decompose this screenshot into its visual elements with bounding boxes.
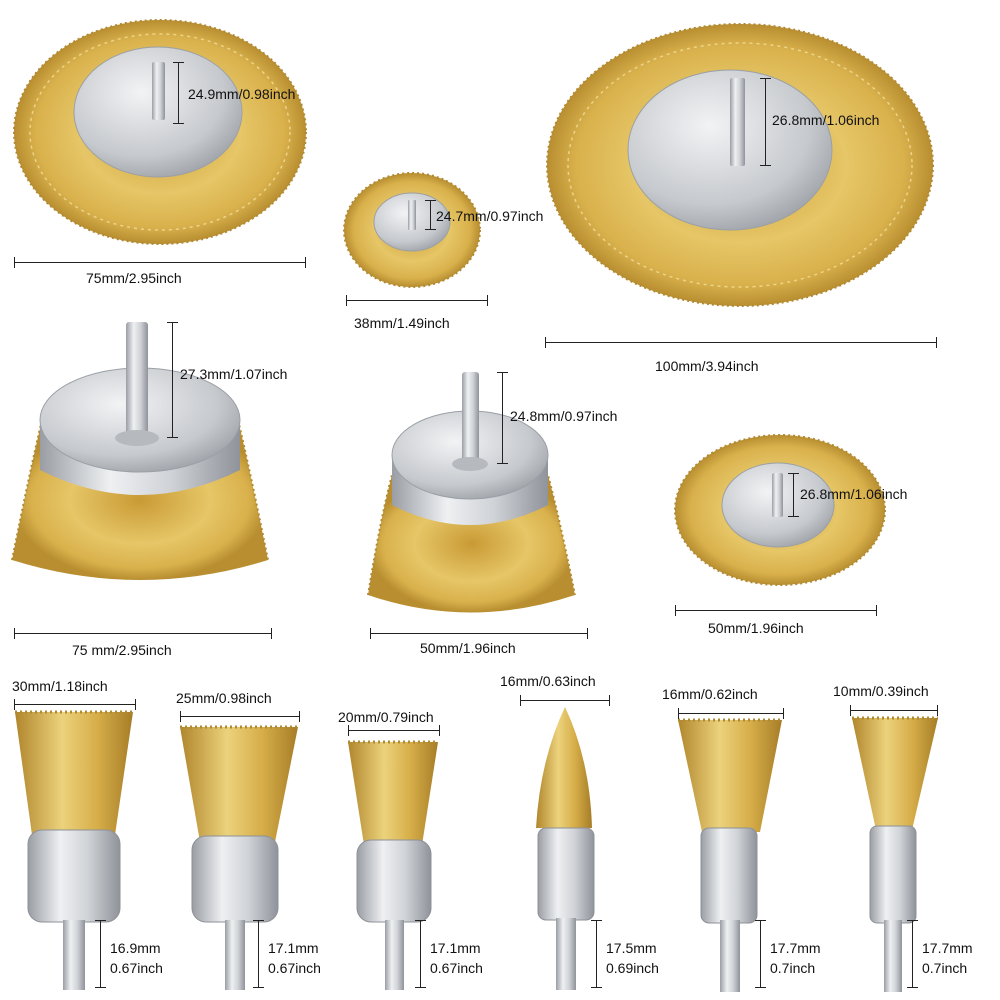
end-brush-30mm xyxy=(15,710,133,990)
end-30-shank-mm-label: 16.9mm xyxy=(110,940,161,956)
wheel-100-shank-label: 26.8mm/1.06inch xyxy=(772,112,880,128)
dim-line xyxy=(348,725,440,736)
dim-line xyxy=(370,628,588,639)
dim-line xyxy=(14,699,136,710)
dim-line xyxy=(788,473,799,517)
dim-line xyxy=(14,257,306,268)
end-16a-shank-mm-label: 17.5mm xyxy=(606,940,657,956)
end-10-diameter-label: 10mm/0.39inch xyxy=(833,683,929,699)
dim-line xyxy=(167,322,178,438)
dim-line xyxy=(520,695,610,706)
wire-wheel-50mm xyxy=(674,434,886,586)
dim-line xyxy=(497,372,508,464)
wire-wheel-38mm xyxy=(343,172,481,288)
wheel-50-diameter-label: 50mm/1.96inch xyxy=(708,620,804,636)
wire-cup-brush-75mm xyxy=(11,322,269,580)
wheel-75-diameter-label: 75mm/2.95inch xyxy=(86,270,182,286)
dim-line xyxy=(253,920,264,988)
dim-line xyxy=(760,78,771,166)
dim-line xyxy=(95,920,106,988)
wire-wheel-75mm xyxy=(13,19,307,245)
cup-50-shank-label: 24.8mm/0.97inch xyxy=(510,408,618,424)
end-16b-diameter-label: 16mm/0.62inch xyxy=(662,686,758,702)
end-10-shank-inch-label: 0.7inch xyxy=(922,960,968,976)
wheel-38-shank-label: 24.7mm/0.97inch xyxy=(436,208,544,224)
end-20-shank-inch-label: 0.67inch xyxy=(430,960,483,976)
wire-wheel-100mm xyxy=(546,23,934,307)
end-25-diameter-label: 25mm/0.98inch xyxy=(176,690,272,706)
end-25-shank-inch-label: 0.67inch xyxy=(268,960,321,976)
dim-line xyxy=(415,920,426,988)
dim-line xyxy=(346,295,488,306)
wheel-75-shank-label: 24.9mm/0.98inch xyxy=(188,86,296,102)
dim-line xyxy=(173,62,184,124)
dim-line xyxy=(907,920,918,988)
wheel-100-diameter-label: 100mm/3.94inch xyxy=(655,358,759,374)
dim-line xyxy=(850,705,938,716)
end-brush-25mm xyxy=(180,725,298,990)
end-16a-shank-inch-label: 0.69inch xyxy=(606,960,659,976)
cup-75-shank-label: 27.3mm/1.07inch xyxy=(180,366,288,382)
end-brush-16mm xyxy=(678,718,782,992)
wheel-38-diameter-label: 38mm/1.49inch xyxy=(354,315,450,331)
end-16b-shank-inch-label: 0.7inch xyxy=(770,960,816,976)
end-brush-20mm xyxy=(348,740,438,990)
end-25-shank-mm-label: 17.1mm xyxy=(268,940,319,956)
end-20-shank-mm-label: 17.1mm xyxy=(430,940,481,956)
end-16a-diameter-label: 16mm/0.63inch xyxy=(500,673,596,689)
end-30-diameter-label: 30mm/1.18inch xyxy=(12,678,108,694)
dim-line xyxy=(675,605,877,616)
end-20-diameter-label: 20mm/0.79inch xyxy=(338,709,434,725)
end-brush-10mm xyxy=(852,716,938,992)
dim-line xyxy=(180,711,300,722)
cup-75-diameter-label: 75 mm/2.95inch xyxy=(72,642,172,658)
dim-line xyxy=(755,920,766,988)
cup-50-diameter-label: 50mm/1.96inch xyxy=(420,640,516,656)
wheel-50-shank-label: 26.8mm/1.06inch xyxy=(800,486,908,502)
dim-line xyxy=(545,337,937,348)
dim-line xyxy=(591,920,602,988)
dim-line xyxy=(425,200,436,230)
wire-cup-brush-50mm xyxy=(367,372,576,613)
end-10-shank-mm-label: 17.7mm xyxy=(922,940,973,956)
end-16b-shank-mm-label: 17.7mm xyxy=(770,940,821,956)
dim-line xyxy=(14,628,272,639)
end-brush-16mm-pointed xyxy=(536,707,595,990)
end-30-shank-inch-label: 0.67inch xyxy=(110,960,163,976)
dim-line xyxy=(678,708,784,719)
